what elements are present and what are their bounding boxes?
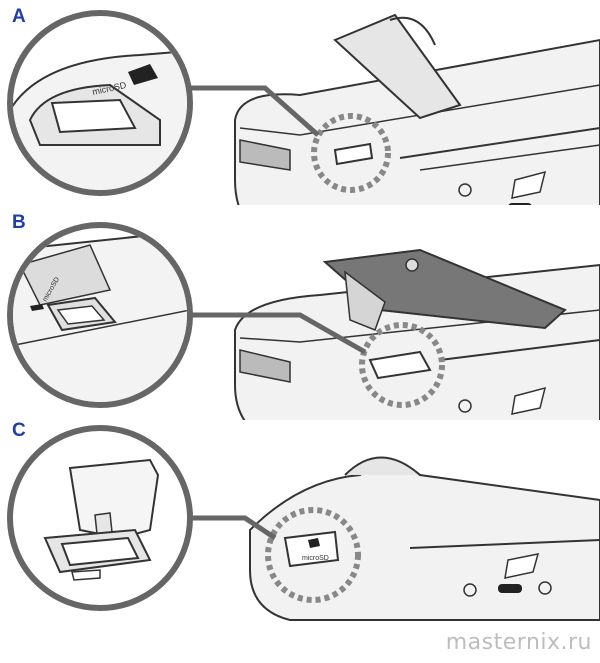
panel-b-illustration: microSD (7, 222, 600, 420)
port-cover (511, 386, 547, 415)
device-body (234, 38, 600, 205)
port-cover (511, 170, 547, 199)
kickstand-hinge (389, 16, 436, 46)
connector-line (188, 312, 367, 355)
button-icon (538, 581, 552, 595)
device-groove (409, 539, 600, 549)
microsd-label: microSD (302, 555, 329, 562)
microsd-slot-zoom (50, 98, 137, 134)
panel-c-illustration: microSD (7, 425, 600, 621)
microsd-card-icon (308, 538, 320, 548)
microsd-slot (333, 142, 374, 166)
device-groove (439, 339, 600, 361)
kickstand-closed (344, 456, 421, 476)
panel-a-illustration: microSD (7, 10, 600, 205)
device-edge (239, 84, 600, 136)
zoom-ring (359, 322, 445, 408)
port-cover (504, 553, 540, 579)
microsd-cover (283, 530, 340, 568)
button-icon (458, 399, 472, 413)
device-groove (399, 127, 600, 159)
device-groove (419, 144, 600, 171)
microsd-slot (368, 350, 432, 380)
hinge-screw (405, 258, 419, 272)
microsd-slot-zoom (60, 536, 140, 567)
cover-hinge (94, 512, 113, 535)
microsd-cover-open (68, 458, 160, 540)
panel-letter-a: A (12, 6, 26, 27)
connector-line (188, 85, 320, 137)
connector-line (188, 515, 277, 541)
switch-icon (508, 203, 532, 205)
microsd-card-icon (30, 304, 44, 311)
switch-icon (498, 584, 522, 593)
zoom-ring (311, 113, 391, 193)
panel-letter-b: B (12, 212, 26, 233)
button-icon (458, 183, 472, 197)
kickstand (333, 13, 462, 120)
panel-letter-c: C (12, 420, 26, 441)
zoom-ring (265, 507, 361, 603)
device-grip (239, 139, 291, 171)
watermark: masternix.ru (445, 630, 592, 655)
microsd-slot-zoom (56, 305, 106, 325)
kickstand-arm (344, 270, 386, 331)
microsd-card-icon (128, 64, 158, 85)
button-icon (463, 583, 477, 597)
device-grip (239, 349, 291, 383)
